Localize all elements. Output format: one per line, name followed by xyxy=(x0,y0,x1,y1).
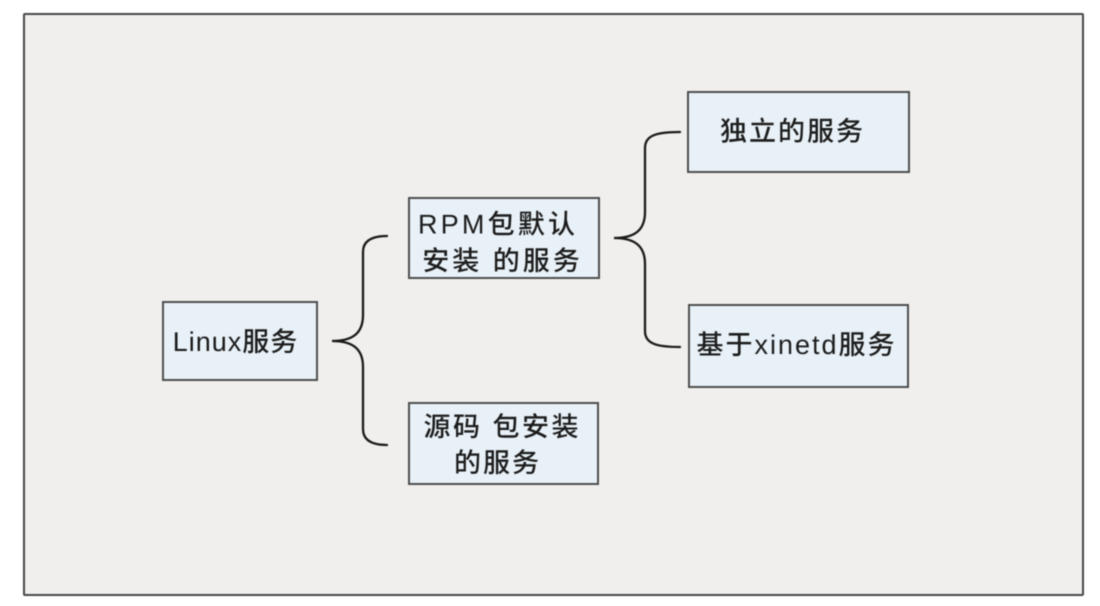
node-label-line: 独立的服务 xyxy=(726,114,871,151)
node-linux: Linux服务 xyxy=(162,301,318,381)
node-rpm: RPM包默认 安装 的服务 xyxy=(408,197,600,279)
node-label-line: Linux服务 xyxy=(174,323,307,360)
node-xinetd: 基于xinetd服务 xyxy=(688,304,909,388)
node-label-line: RPM包默认 xyxy=(427,164,582,201)
node-label-line: 的服务 xyxy=(426,481,581,518)
node-linux-label: Linux服务 xyxy=(174,249,307,434)
diagram-frame: Linux服务 RPM包默认 安装 的服务 源码 包安装 的服务 独立的服务 基… xyxy=(23,13,1084,596)
node-source: 源码 包安装 的服务 xyxy=(408,402,599,485)
node-source-label: 源码 包安装 的服务 xyxy=(426,296,581,592)
node-xinetd-label: 基于xinetd服务 xyxy=(698,254,898,439)
node-standalone: 独立的服务 xyxy=(687,91,910,173)
node-label-line: 源码 包安装 xyxy=(426,370,581,407)
node-standalone-label: 独立的服务 xyxy=(726,40,871,225)
node-label-line: 基于xinetd服务 xyxy=(698,328,898,365)
